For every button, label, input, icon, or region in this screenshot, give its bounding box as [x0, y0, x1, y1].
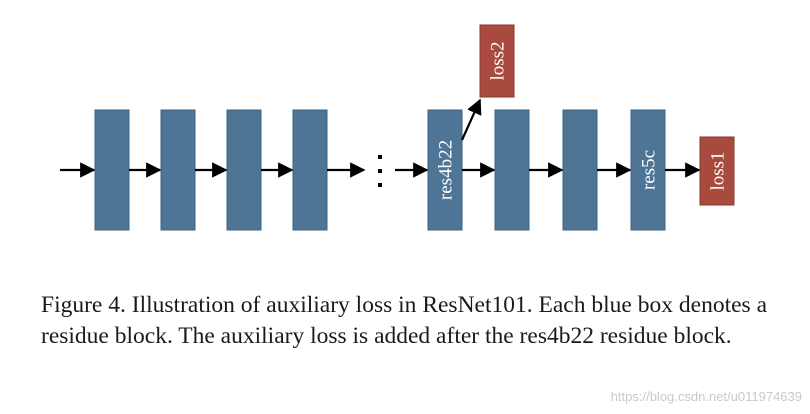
residue-block-2	[160, 109, 196, 231]
ellipsis-dots	[378, 155, 382, 187]
loss1-label: loss1	[708, 151, 729, 190]
residue-block-res4b22	[427, 109, 463, 231]
residue-block-6	[494, 109, 530, 231]
res4b22-label: res4b22	[436, 140, 457, 200]
loss-block-loss1	[699, 136, 735, 206]
residue-block-1	[94, 109, 130, 231]
arrow-res4b22-loss2	[460, 98, 482, 141]
loss2-label: loss2	[488, 41, 509, 80]
residue-block-4	[292, 109, 328, 231]
loss-block-loss2	[479, 24, 515, 98]
resnet-auxiliary-loss-diagram: res4b22 res5c loss2 loss1	[60, 24, 735, 231]
res5c-label: res5c	[639, 150, 660, 190]
figure-caption: Figure 4. Illustration of auxiliary loss…	[41, 292, 767, 349]
residue-block-7	[562, 109, 598, 231]
residue-block-res5c	[630, 109, 666, 231]
flow-arrows	[60, 98, 701, 178]
residue-block-3	[226, 109, 262, 231]
watermark-url: https://blog.csdn.net/u011974639	[610, 389, 802, 404]
